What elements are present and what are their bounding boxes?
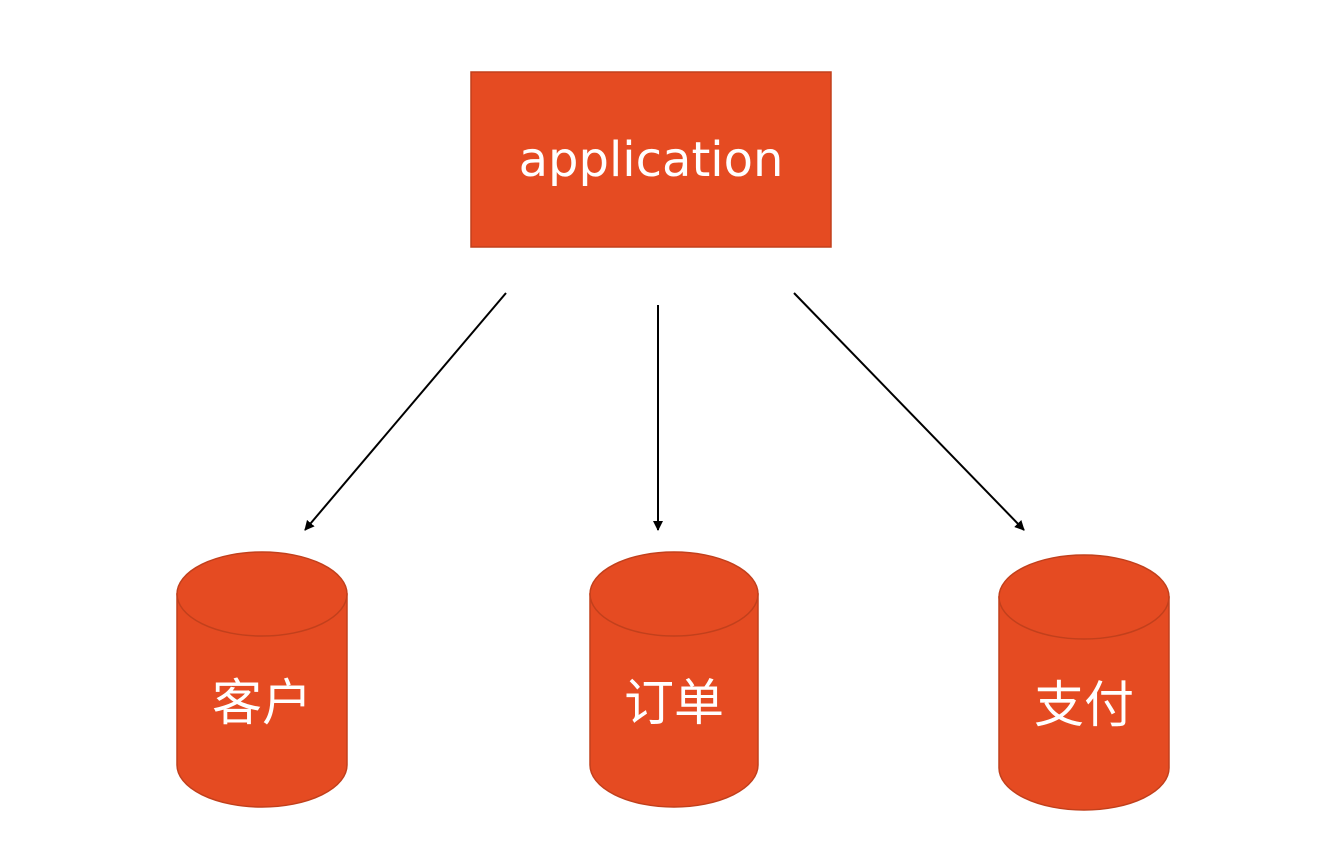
application-label: application <box>519 132 784 188</box>
database-payment-top <box>998 554 1170 640</box>
database-customer-body <box>176 593 348 808</box>
edge-application-to-customer <box>304 292 507 531</box>
application-box <box>470 71 832 248</box>
database-payment: 支付 <box>998 554 1170 811</box>
database-customer-top <box>176 551 348 637</box>
database-order-top <box>589 551 759 637</box>
database-order-body <box>589 593 759 808</box>
database-order: 订单 <box>589 551 759 808</box>
application-node: application <box>470 71 832 248</box>
database-payment-body <box>998 596 1170 811</box>
database-payment-label: 支付 <box>1034 676 1134 734</box>
edges <box>304 292 1025 531</box>
database-order-label: 订单 <box>624 674 724 732</box>
database-customer: 客户 <box>176 551 348 808</box>
database-customer-label: 客户 <box>212 674 312 732</box>
edge-application-to-payment <box>793 292 1025 531</box>
